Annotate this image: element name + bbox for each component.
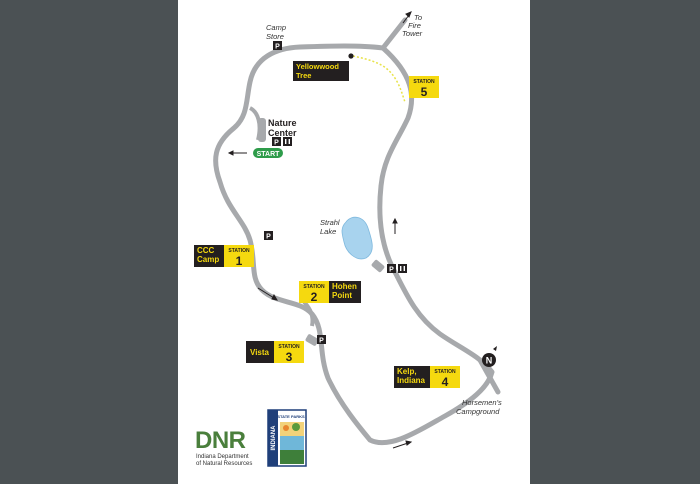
svg-text:Yellowwood Tree: Yellowwood Tree [296,62,341,80]
svg-text:Hohen Point: Hohen Point [332,282,359,300]
svg-text:DNR: DNR [195,427,246,454]
nature-center-label: Nature Center [268,118,299,138]
svg-text:Indiana Department: Indiana Department [196,454,249,460]
horsemen-label: Horsemen's Campground [456,398,504,416]
state-parks-logo: INDIANA STATE PARKS [267,409,307,467]
parking-icon: P [264,231,273,240]
svg-text:4: 4 [442,375,449,389]
lake-pad [371,259,385,273]
dnr-logo: DNR Indiana Department of Natural Resour… [195,427,252,467]
svg-text:P: P [389,266,394,273]
svg-text:STATION: STATION [228,248,250,254]
direction-arrow-fire-tower [402,11,412,24]
parking-icon: P [317,335,326,344]
direction-arrow-west [257,287,279,301]
svg-text:P: P [266,233,271,240]
svg-text:of Natural Resources: of Natural Resources [196,461,252,467]
strahl-lake [341,216,373,260]
svg-text:INDIANA: INDIANA [271,425,277,451]
svg-text:STATE PARKS: STATE PARKS [277,414,305,419]
svg-text:STATION: STATION [303,284,325,290]
station-2: STATION 2 Hohen Point [299,281,361,304]
svg-text:P: P [275,43,280,50]
svg-text:START: START [257,151,281,158]
svg-text:1: 1 [236,254,243,268]
vista-pad [305,334,319,346]
svg-text:5: 5 [421,85,428,99]
parking-icon: P [272,137,281,146]
direction-arrow-start [227,150,247,156]
svg-text:STATION: STATION [434,369,456,375]
svg-text:N: N [486,356,493,366]
restroom-icon [398,264,407,273]
yellowwood-marker [348,53,354,59]
road-fire-tower [380,17,408,51]
spur-hohen [302,300,315,327]
nature-center-pad [258,118,266,142]
svg-text:P: P [319,337,324,344]
svg-text:3: 3 [286,350,293,364]
parking-icon: P [273,41,282,50]
main-road [213,43,495,446]
svg-text:2: 2 [311,290,318,304]
camp-store-label: Camp Store [266,23,288,41]
svg-text:CCC Camp: CCC Camp [197,246,219,264]
strahl-lake-label: Strahl Lake [320,218,342,236]
direction-arrow-south [392,440,413,449]
svg-text:STATION: STATION [413,79,435,85]
svg-text:STATION: STATION [278,344,300,350]
north-arrow-icon: N [482,346,497,367]
station-1: CCC Camp STATION 1 [194,245,254,268]
svg-text:P: P [274,139,279,146]
road-horsemen [477,357,501,395]
yellowwood-label: Yellowwood Tree [293,61,349,81]
station-4: Kelp, Indiana STATION 4 [394,366,460,389]
svg-text:Kelp, Indiana: Kelp, Indiana [397,367,426,385]
fire-tower-label: To Fire Tower [402,13,424,38]
direction-arrow-lake [392,217,398,234]
station-5: STATION 5 [409,76,439,99]
parking-icon: P [387,264,396,273]
start-badge: START [253,148,283,158]
station-3: Vista STATION 3 [246,341,304,364]
svg-text:Vista: Vista [250,348,270,357]
restroom-icon [283,137,292,146]
